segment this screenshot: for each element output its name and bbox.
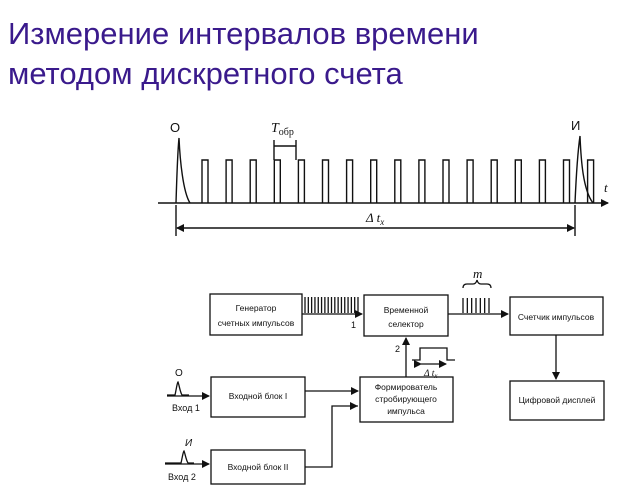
clock-pulse — [297, 159, 306, 203]
input-1-label: Вход 1 — [172, 403, 200, 413]
clock-pulse — [514, 159, 522, 203]
input-block-1 — [210, 376, 306, 418]
input-1-pulse — [167, 380, 189, 396]
pulse-count-brace — [462, 279, 492, 289]
clock-pulse — [394, 159, 402, 203]
counting-pulses — [304, 297, 359, 313]
clock-pulse — [273, 159, 281, 203]
start-pulse — [175, 137, 191, 204]
interval-label: Δ tx — [365, 210, 384, 227]
clock-pulse — [490, 159, 498, 203]
title-line-1: Измерение интервалов времени — [8, 16, 479, 51]
title-line-2: методом дискретного счета — [8, 56, 403, 91]
generator-label-2: счетных импульсов — [218, 318, 295, 328]
shaper-label-2: стробирующего — [375, 394, 437, 404]
start-marker: О — [170, 120, 180, 135]
pulse-train — [201, 159, 595, 203]
clock-pulse — [538, 159, 547, 203]
selector-block — [363, 294, 449, 337]
gated-pulses — [462, 298, 490, 313]
port-2-label: 2 — [395, 344, 400, 354]
clock-pulse — [562, 159, 571, 203]
gate-pulse — [412, 347, 455, 361]
counter-label: Счетчик импульсов — [518, 312, 595, 322]
shaper-label-3: импульса — [387, 406, 425, 416]
input-block-1-label: Входной блок I — [229, 391, 287, 401]
clock-pulse — [321, 159, 330, 203]
input-1-marker: О — [175, 368, 183, 379]
clock-pulse — [201, 159, 209, 203]
generator-label-1: Генератор — [236, 303, 277, 313]
block-diagram: Генератор счетных импульсов Временной се… — [165, 266, 605, 485]
slide-title: Измерение интервалов времени методом дис… — [8, 14, 608, 94]
clock-pulse — [586, 159, 595, 203]
input-block-2-label: Входной блок II — [228, 462, 289, 472]
display-block — [509, 380, 605, 421]
input2-arrowhead — [350, 402, 358, 410]
selector-label-1: Временной — [384, 305, 429, 315]
input-2-marker: И — [185, 438, 193, 449]
selector-label-2: селектор — [388, 319, 424, 329]
clock-pulse — [370, 159, 378, 203]
generator-block — [209, 293, 303, 336]
period-label: Tобр — [271, 121, 294, 138]
input-2-pulse — [165, 449, 194, 464]
gate-interval-label: Δ tx — [423, 369, 438, 380]
input-2-label: Вход 2 — [168, 472, 196, 482]
clock-pulse — [418, 159, 426, 203]
clock-pulse — [249, 159, 257, 203]
shaper-label-1: Формирователь — [375, 382, 438, 392]
clock-pulse — [345, 159, 354, 203]
display-label: Цифровой дисплей — [519, 395, 596, 405]
stop-marker: И — [571, 118, 580, 133]
pulse-count-label: m — [473, 266, 482, 281]
timing-diagram: О И t Tобр Δ tx — [158, 118, 609, 236]
input2-to-shaper — [305, 405, 358, 468]
stop-pulse — [574, 135, 594, 204]
time-axis-label: t — [604, 180, 608, 195]
port-1-label: 1 — [351, 320, 356, 330]
clock-pulse — [466, 159, 474, 203]
clock-pulse — [442, 159, 450, 203]
clock-pulse — [225, 159, 233, 203]
